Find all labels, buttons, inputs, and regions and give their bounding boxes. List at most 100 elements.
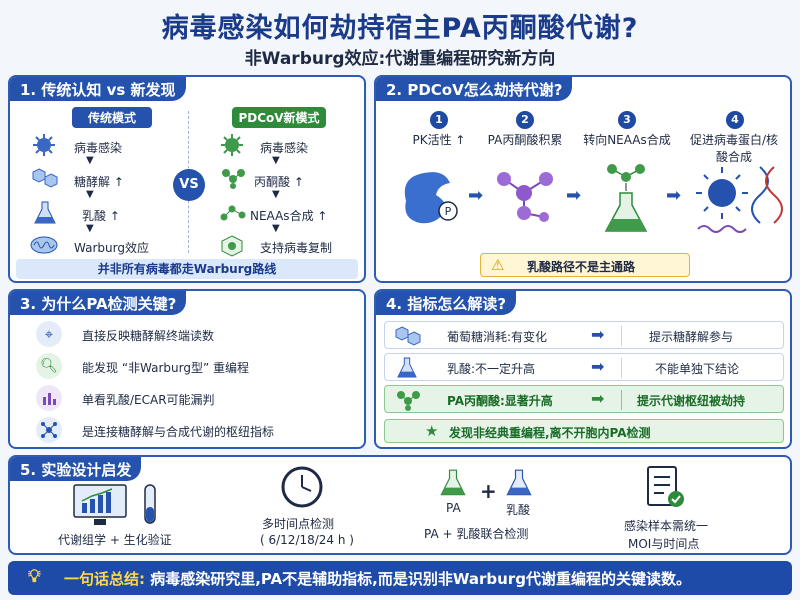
step-label-2: PA丙酮酸积累 (487, 133, 563, 147)
right-arrow-icon: ➡ (591, 357, 605, 376)
design-item-4-line2: MOI与时间点 (628, 537, 700, 551)
right-arrow-icon: ➡ (591, 325, 605, 344)
flask-icon (397, 357, 417, 378)
flask-icon (34, 201, 56, 224)
lactate-flask-icon (506, 469, 532, 496)
virus-icon (221, 134, 243, 156)
pyruvate-kinase-icon: P (404, 172, 458, 224)
lactate-label: 乳酸 (506, 503, 531, 517)
step-number-4: 4 (726, 111, 744, 129)
step-number-2: 2 (516, 111, 534, 129)
plus-sign: + (480, 479, 497, 503)
traditional-item-4: Warburg效应 (74, 241, 149, 255)
panel-indicator-interpret: 4. 指标怎么解读? 葡萄糖消耗:有变化 ➡ 提示糖酵解参与 乳酸:不一定升高 … (374, 289, 792, 449)
virus-icon (33, 134, 55, 156)
panel-experiment-design: 5. 实验设计启发 代谢组学 + 生化验证 多时间点检测 ( 6/12/18/2… (8, 455, 792, 555)
indicator-right-1: 提示糖酵解参与 (649, 330, 734, 344)
down-arrow-icon: ▼ (272, 155, 280, 166)
new-item-4: 支持病毒复制 (260, 241, 333, 255)
design-item-2-line2: ( 6/12/18/24 h ) (260, 533, 354, 547)
new-mode-label: PDCoV新模式 (232, 107, 326, 128)
right-arrow-icon: ➡ (666, 185, 682, 206)
down-arrow-icon: ▼ (86, 189, 94, 200)
design-item-4-line1: 感染样本需统一 (624, 519, 709, 533)
conclusion-text: 发现非经典重编程,离不开胞内PA检测 (449, 426, 651, 440)
star-icon: ★ (425, 422, 439, 440)
pyruvate-molecule-icon (222, 169, 245, 189)
bar-chart-icon (36, 385, 62, 411)
indicator-right-3: 提示代谢枢纽被劫持 (637, 394, 746, 408)
vs-badge: VS (173, 169, 205, 201)
target-icon: ⌖ (36, 321, 62, 347)
step-number-3: 3 (618, 111, 636, 129)
summary-bar: 💡︎ 一句话总结: 病毒感染研究里,PA不是辅助指标,而是识别非Warburg代… (8, 561, 792, 595)
right-arrow-icon: ➡ (566, 185, 582, 206)
indicator-left-3: PA丙酮酸:显著升高 (447, 394, 553, 408)
right-arrow-icon: ➡ (468, 185, 484, 206)
traditional-mode-label: 传统模式 (72, 107, 152, 128)
pyruvate-accumulation-icon (497, 172, 553, 222)
indicator-left-1: 葡萄糖消耗:有变化 (447, 330, 548, 344)
indicator-divider (621, 358, 622, 378)
pa-label: PA (446, 501, 461, 515)
indicator-divider (621, 326, 622, 346)
monitor-chart-icon (73, 484, 127, 525)
glucose-molecule-icon (32, 168, 58, 188)
page-subtitle: 非Warburg效应:代谢重编程研究新方向 (244, 49, 556, 69)
new-item-1: 病毒感染 (260, 141, 309, 155)
magnifier-icon: 🔍︎ (36, 353, 62, 379)
lightbulb-icon: 💡︎ (28, 566, 41, 587)
step-number-1: 1 (430, 111, 448, 129)
panel4-heading: 4. 指标怎么解读? (376, 291, 517, 315)
virus-replication-icon (221, 235, 243, 257)
test-tube-icon (144, 484, 156, 524)
panel-why-pa: 3. 为什么PA检测关键? ⌖ 直接反映糖酵解终端读数 🔍︎ 能发现 “非War… (8, 289, 366, 449)
down-arrow-icon: ▼ (272, 189, 280, 200)
step-label-3: 转向NEAAs合成 (583, 133, 671, 147)
clock-icon (281, 466, 323, 508)
traditional-item-1: 病毒感染 (74, 141, 123, 155)
indicator-row: 葡萄糖消耗:有变化 ➡ 提示糖酵解参与 (384, 321, 784, 349)
design-item-1: 代谢组学 + 生化验证 (58, 533, 172, 547)
neaa-flask-icon (604, 164, 648, 232)
new-item-2: 丙酮酸 ↑ (254, 175, 304, 189)
summary-prefix: 一句话总结: (64, 570, 145, 588)
design-item-2-line1: 多时间点检测 (262, 517, 335, 531)
conclusion-banner: ★ 发现非经典重编程,离不开胞内PA检测 (384, 419, 784, 443)
design-item-3: PA + 乳酸联合检测 (424, 527, 529, 541)
phosphate-mark: P (445, 205, 452, 218)
right-arrow-icon: ➡ (591, 389, 605, 408)
panel5-heading: 5. 实验设计启发 (10, 457, 142, 481)
reason-1: 直接反映糖酵解终端读数 (82, 329, 215, 343)
down-arrow-icon: ▼ (272, 223, 280, 234)
new-item-3: NEAAs合成 ↑ (250, 209, 328, 223)
reason-3: 单看乳酸/ECAR可能漏判 (82, 393, 215, 407)
step-label-4: 促进病毒蛋白/核酸合成 (689, 133, 779, 164)
down-arrow-icon: ▼ (86, 155, 94, 166)
panel3-heading: 3. 为什么PA检测关键? (10, 291, 187, 315)
reason-2: 能发现 “非Warburg型” 重编程 (82, 361, 250, 375)
checklist-icon (647, 466, 684, 507)
page-title: 病毒感染如何劫持宿主PA丙酮酸代谢? (161, 13, 639, 44)
warning-icon: ⚠ (491, 256, 505, 274)
pa-flask-icon (440, 469, 466, 496)
indicator-row-highlight: PA丙酮酸:显著升高 ➡ 提示代谢枢纽被劫持 (384, 385, 784, 413)
virus-protein-dna-icon (696, 166, 783, 233)
reason-4: 是连接糖酵解与合成代谢的枢纽指标 (82, 425, 275, 439)
summary-text: 病毒感染研究里,PA不是辅助指标,而是识别非Warburg代谢重编程的关键读数。 (150, 570, 691, 588)
indicator-divider (621, 390, 622, 410)
panel1-footer: 并非所有病毒都走Warburg路线 (16, 259, 358, 279)
traditional-item-2: 糖酵解 ↑ (74, 175, 124, 189)
step-label-1: PK活性 ↑ (412, 133, 466, 147)
panel2-heading: 2. PDCoV怎么劫持代谢? (376, 77, 573, 101)
network-hub-icon (36, 417, 62, 443)
panel1-heading: 1. 传统认知 vs 新发现 (10, 77, 186, 101)
indicator-row: 乳酸:不一定升高 ➡ 不能单独下结论 (384, 353, 784, 381)
down-arrow-icon: ▼ (86, 223, 94, 234)
mitochondria-icon (30, 236, 58, 254)
traditional-item-3: 乳酸 ↑ (82, 209, 120, 223)
warning-banner: ⚠ 乳酸路径不是主通路 (480, 253, 690, 277)
panel-traditional-vs-new: 1. 传统认知 vs 新发现 传统模式 PDCoV新模式 病毒感染 ▼ 糖酵解 … (8, 75, 366, 283)
amino-acid-icon (220, 205, 246, 221)
warning-text: 乳酸路径不是主通路 (527, 260, 636, 274)
